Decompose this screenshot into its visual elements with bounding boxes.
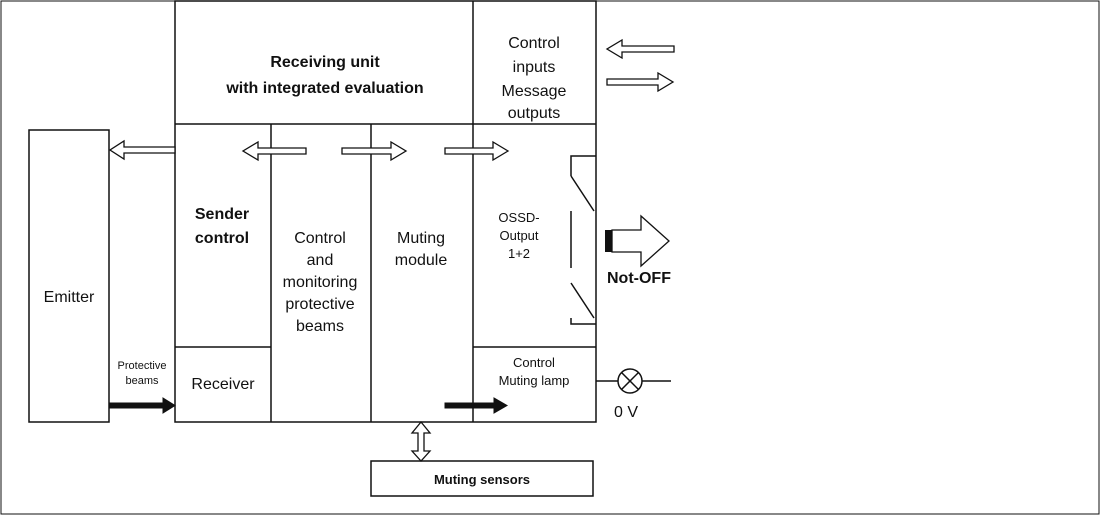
receiving-unit-title-line1: Receiving unit [270,54,380,71]
control-monitoring-line2: and [307,252,334,269]
message-output-arrow-icon [606,71,675,93]
ossd-line1: OSSD- [498,210,539,225]
zero-volt-label: 0 V [614,404,638,421]
control-monitoring-line1: Control [294,230,346,247]
not-off-arrow-icon [605,214,670,268]
muting-lamp-line1: Control [513,355,555,370]
ossd-line2: Output [499,228,538,243]
protective-beams-line2: beams [125,375,159,387]
ossd-switch-contacts [570,155,596,325]
emitter-label: Emitter [44,289,95,306]
control-monitoring-line4: protective [285,296,354,313]
muting-sensors-link-arrow-icon [410,420,432,462]
control-input-arrow-icon [605,38,675,60]
muting-sensors-label: Muting sensors [434,472,530,487]
control-io-line2: inputs [513,59,556,76]
muting-module-line1: Muting [397,230,445,247]
muting-to-ossd-arrow-icon [444,140,510,162]
emitter-box [28,129,110,423]
control-monitoring-line5: beams [296,318,344,335]
muting-sensors-box [370,460,594,497]
emitter-drive-arrow-icon [108,139,176,161]
muting-module-line2: module [395,252,448,269]
control-io-line1: Control [508,35,560,52]
receiving-unit-title-line2: with integrated evaluation [225,80,423,97]
monitoring-to-muting-arrow-icon [341,140,408,162]
control-monitoring-line3: monitoring [283,274,358,291]
not-off-label: Not-OFF [607,270,671,287]
ossd-line3: 1+2 [508,246,530,261]
protective-beams-line1: Protective [118,360,167,372]
protective-beams-arrow-icon [109,397,176,414]
receiving-unit-box [174,0,597,423]
sender-control-line2: control [195,230,249,247]
sender-control-line1: Sender [195,206,249,223]
control-io-line3: Message [502,83,567,100]
receiver-label: Receiver [191,376,255,393]
control-io-line4: outputs [508,105,560,122]
muting-lamp-arrow-icon [444,397,509,414]
muting-lamp-icon [596,368,671,394]
sender-control-arrow-icon [241,140,307,162]
muting-lamp-line2: Muting lamp [499,373,570,388]
